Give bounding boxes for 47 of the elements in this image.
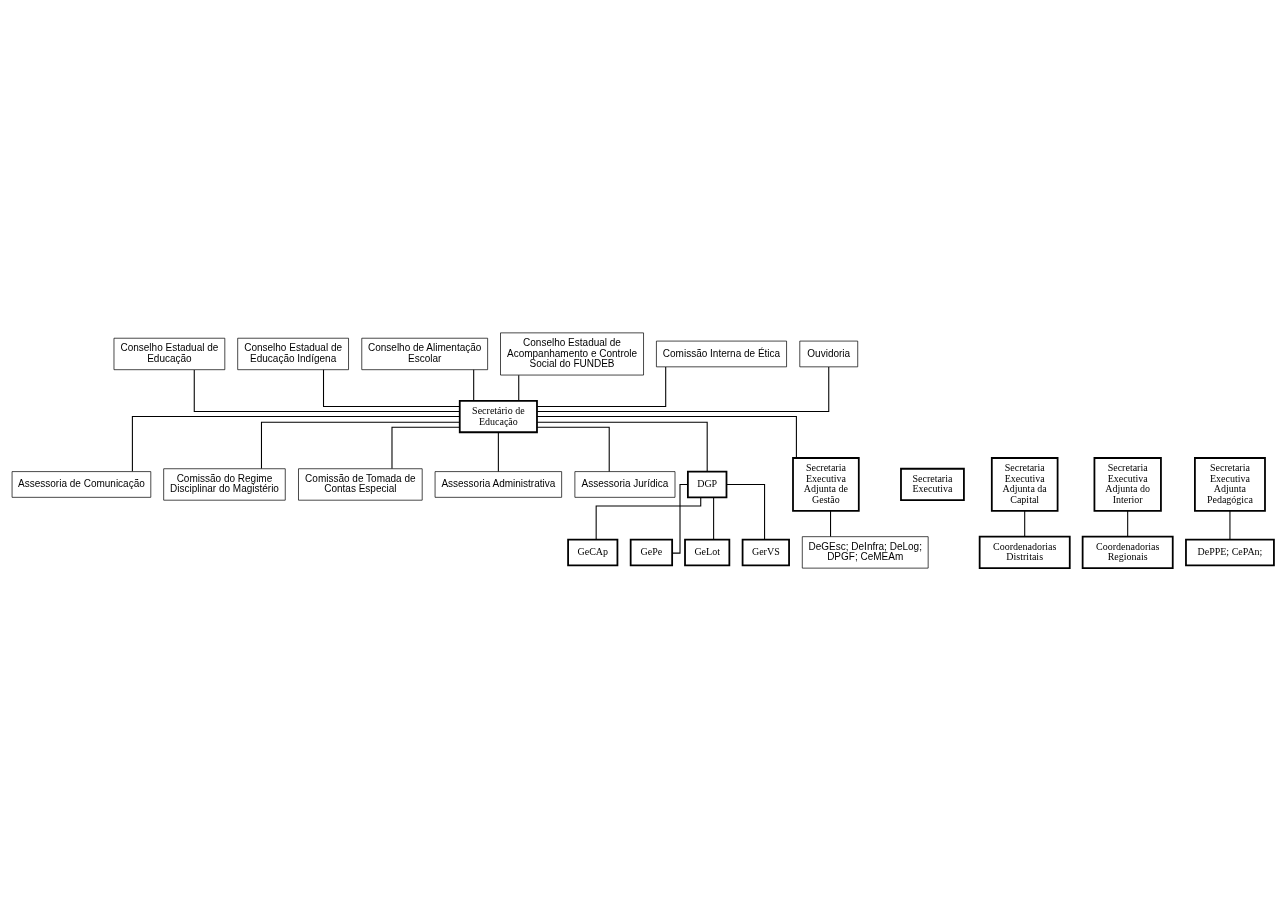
connector xyxy=(391,426,461,470)
connector xyxy=(830,510,832,538)
node-box: Coordenadorias Regionais xyxy=(1081,535,1174,570)
node-box: Conselho Estadual de Educação Indígena xyxy=(237,337,349,371)
node-box: Secretaria Executiva Adjunta de Gestão xyxy=(792,457,860,512)
connector xyxy=(1229,510,1231,540)
node-box: GerVS xyxy=(741,538,790,567)
node-box: DeGEsc; DeInfra; DeLog; DPGF; CeMEAm xyxy=(801,536,929,569)
connector xyxy=(193,369,461,413)
node-box: DePPE; CePAn; xyxy=(1185,538,1275,567)
connector xyxy=(473,369,475,402)
node-box: Conselho de Alimentação Escolar xyxy=(361,337,488,371)
connector xyxy=(497,431,499,473)
node-box: GeCAp xyxy=(567,538,619,567)
node-box: Assessoria Jurídica xyxy=(574,471,676,498)
connector xyxy=(536,421,708,473)
node-box: Comissão do Regime Disciplinar do Magistério xyxy=(163,468,286,501)
connector xyxy=(322,369,461,408)
node-box: Conselho Estadual de Educação xyxy=(113,337,226,371)
node-box: GePe xyxy=(629,538,674,567)
node-box: Comissão de Tomada de Contas Especial xyxy=(298,468,423,501)
node-box: Secretaria Executiva xyxy=(900,467,965,502)
connector xyxy=(260,421,461,469)
connector xyxy=(536,366,667,408)
connector xyxy=(536,416,797,459)
connector xyxy=(518,374,520,402)
connector xyxy=(671,483,689,554)
node-box: Coordenadorias Distritais xyxy=(978,535,1071,570)
node-box: Comissão Interna de Ética xyxy=(656,340,787,368)
node-box: Secretaria Executiva Adjunta da Capital xyxy=(990,457,1059,512)
node-box: Secretaria Executiva Adjunta do Interior xyxy=(1093,457,1162,512)
node-box: Secretaria Executiva Adjunta Pedagógica xyxy=(1194,457,1266,512)
node-box: Secretário de Educação xyxy=(458,399,538,434)
node-box: Assessoria Administrativa xyxy=(434,471,562,498)
connector xyxy=(536,366,830,413)
connector xyxy=(1127,510,1129,538)
node-box: Ouvidoria xyxy=(799,340,859,368)
node-box: Conselho Estadual de Acompanhamento e Controle Social do FUNDEB xyxy=(500,332,644,376)
node-box: Assessoria de Comunicação xyxy=(11,471,152,498)
connector xyxy=(713,497,715,540)
connector xyxy=(726,483,766,540)
connector xyxy=(595,496,702,540)
connector xyxy=(1024,510,1026,538)
connector xyxy=(131,416,461,472)
node-box: DGP xyxy=(686,470,728,499)
connector xyxy=(536,426,610,473)
node-box: GeLot xyxy=(684,538,731,567)
